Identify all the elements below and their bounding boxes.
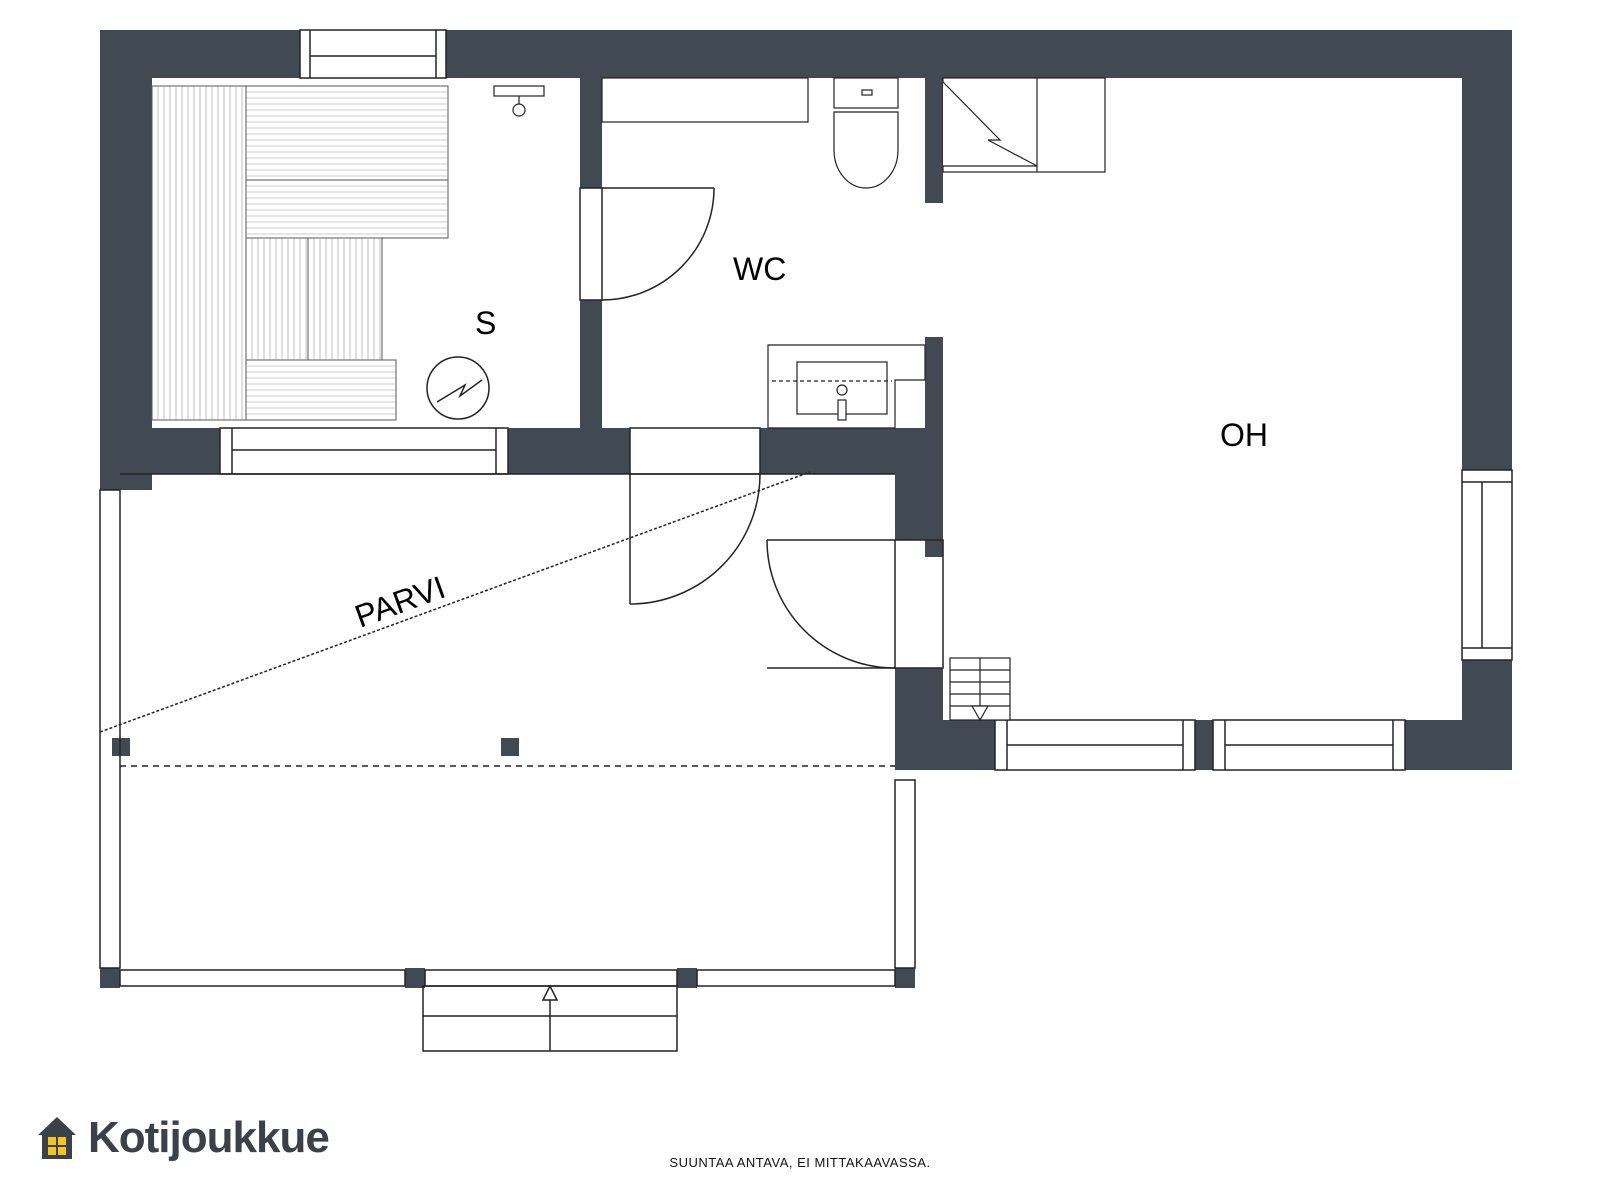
shower-fixture (493, 85, 545, 117)
bench-slats (157, 86, 448, 420)
sauna-stove (426, 356, 490, 420)
room-label-loft: PARVI (350, 569, 450, 635)
windows (219, 29, 1513, 771)
brand-logo: Kotijoukkue (36, 1098, 336, 1178)
brand-name: Kotijoukkue (88, 1113, 330, 1162)
room-label-living: OH (1220, 417, 1268, 453)
doors (579, 187, 944, 669)
house-icon (38, 1117, 76, 1159)
room-label-wc: WC (733, 251, 786, 287)
living-fixtures (942, 77, 1106, 722)
terrace-outline (99, 471, 916, 1052)
scale-disclaimer: SUUNTAA ANTAVA, EI MITTAKAAVASSA. (669, 1155, 931, 1170)
wc-fixtures (601, 77, 926, 429)
room-label-sauna: S (475, 305, 496, 341)
